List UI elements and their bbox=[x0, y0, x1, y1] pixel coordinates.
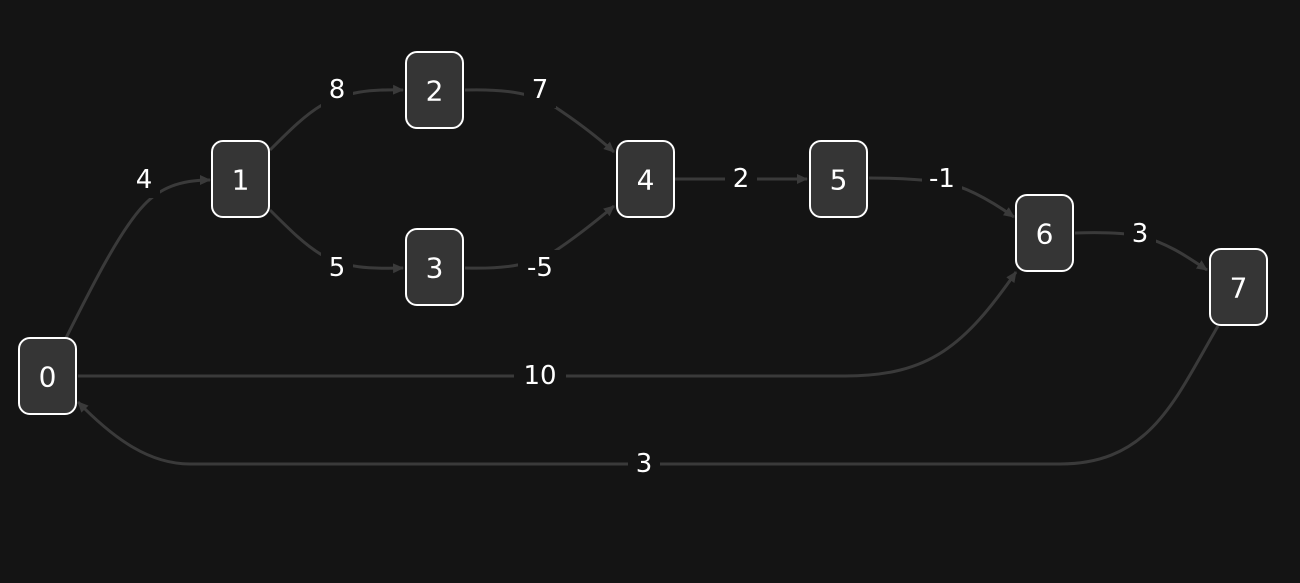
edge-0-6-path bbox=[78, 271, 1018, 378]
node-0[interactable]: 0 bbox=[18, 337, 77, 415]
node-7-label: 7 bbox=[1230, 272, 1248, 305]
node-5[interactable]: 5 bbox=[809, 140, 868, 218]
edge-0-1-label: 4 bbox=[136, 165, 153, 195]
edge-7-0-label-bg bbox=[628, 446, 660, 482]
edge-6-7-label-bg bbox=[1124, 216, 1156, 252]
edge-6-7-label: 3 bbox=[1132, 219, 1149, 249]
edge-3-4-label-bg bbox=[518, 250, 562, 286]
node-3[interactable]: 3 bbox=[405, 228, 464, 306]
edge-4-5-label-bg bbox=[725, 161, 757, 197]
edge-0-1[interactable]: 4 bbox=[64, 162, 211, 339]
edge-0-6-label: 10 bbox=[523, 361, 556, 391]
node-4[interactable]: 4 bbox=[616, 140, 675, 218]
node-3-label: 3 bbox=[426, 252, 444, 285]
edge-3-4-label: -5 bbox=[527, 253, 553, 283]
edge-0-6[interactable]: 10 bbox=[78, 271, 1018, 394]
node-1[interactable]: 1 bbox=[211, 140, 270, 218]
edge-2-4[interactable]: 7 bbox=[464, 72, 616, 154]
edge-0-6-label-bg bbox=[514, 358, 566, 394]
edge-5-6-label: -1 bbox=[929, 164, 955, 194]
node-1-label: 1 bbox=[232, 164, 250, 197]
node-0-box bbox=[18, 337, 77, 415]
edge-5-6-label-bg bbox=[922, 161, 962, 197]
edge-1-2[interactable]: 8 bbox=[268, 72, 404, 152]
node-2-label: 2 bbox=[426, 75, 444, 108]
edge-1-3[interactable]: 5 bbox=[268, 208, 404, 286]
node-7[interactable]: 7 bbox=[1209, 248, 1268, 326]
edge-4-5-label: 2 bbox=[733, 164, 750, 194]
edge-7-0[interactable]: 3 bbox=[76, 325, 1220, 482]
edge-0-1-label-bg bbox=[128, 162, 160, 198]
node-7-box bbox=[1209, 248, 1268, 326]
nodes-layer: 0 1 2 3 4 5 6 7 bbox=[18, 51, 1268, 415]
node-4-label: 4 bbox=[637, 164, 655, 197]
edge-5-6[interactable]: -1 bbox=[868, 161, 1015, 219]
node-0-label: 0 bbox=[39, 361, 57, 394]
edge-1-3-label-bg bbox=[321, 250, 353, 286]
node-2[interactable]: 2 bbox=[405, 51, 464, 129]
edge-1-3-label: 5 bbox=[329, 253, 346, 283]
node-4-box bbox=[616, 140, 675, 218]
edge-7-0-path bbox=[76, 325, 1220, 466]
node-6[interactable]: 6 bbox=[1015, 194, 1074, 272]
edge-0-1-path bbox=[64, 175, 211, 339]
edge-6-7[interactable]: 3 bbox=[1074, 216, 1208, 272]
edge-7-0-label: 3 bbox=[636, 449, 653, 479]
node-6-label: 6 bbox=[1036, 218, 1054, 251]
edge-2-4-label: 7 bbox=[532, 75, 549, 105]
node-1-box bbox=[211, 140, 270, 218]
node-5-box bbox=[809, 140, 868, 218]
node-2-box bbox=[405, 51, 464, 129]
node-5-label: 5 bbox=[830, 164, 848, 197]
edges-layer: 4 8 5 7 -5 2 - bbox=[64, 72, 1220, 482]
edge-1-2-label-bg bbox=[321, 72, 353, 108]
node-3-box bbox=[405, 228, 464, 306]
edge-3-4[interactable]: -5 bbox=[464, 204, 615, 286]
edge-4-5[interactable]: 2 bbox=[675, 161, 808, 197]
node-6-box bbox=[1015, 194, 1074, 272]
edge-1-2-label: 8 bbox=[329, 75, 346, 105]
edge-2-4-label-bg bbox=[524, 72, 556, 108]
